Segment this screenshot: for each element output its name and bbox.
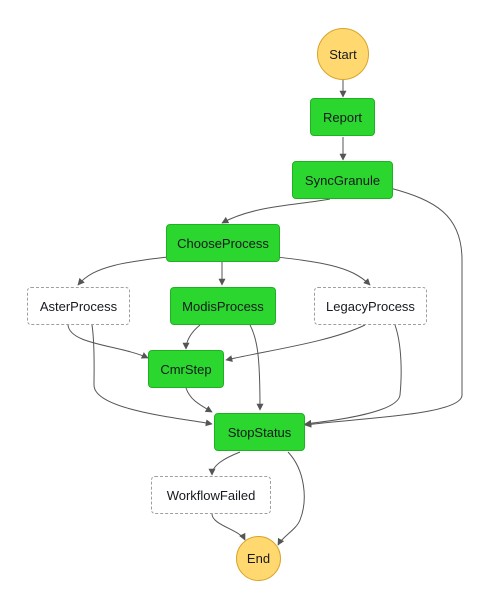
edge-legacyprocess-to-stopstatus xyxy=(304,324,402,427)
state-chooseprocess-label: ChooseProcess xyxy=(177,235,269,251)
state-asterprocess[interactable]: AsterProcess xyxy=(27,287,130,325)
edge-syncgranule-to-chooseprocess xyxy=(221,198,331,224)
state-cmrstep-label: CmrStep xyxy=(160,361,212,377)
edge-syncgranule-to-stopstatus xyxy=(304,187,463,428)
state-legacyprocess[interactable]: LegacyProcess xyxy=(314,287,427,325)
state-end[interactable]: End xyxy=(236,536,281,581)
edge-stopstatus-to-workflowfailed xyxy=(208,451,241,476)
state-end-label: End xyxy=(246,551,271,566)
state-cmrstep[interactable]: CmrStep xyxy=(148,350,224,388)
edge-asterprocess-to-cmrstep xyxy=(67,324,149,359)
edge-legacyprocess-to-cmrstep xyxy=(225,324,366,363)
edge-workflowfailed-to-end xyxy=(211,513,246,541)
state-start[interactable]: Start xyxy=(317,28,369,80)
edge-modisprocess-to-stopstatus xyxy=(249,324,264,411)
edge-modisprocess-to-cmrstep xyxy=(182,324,201,350)
state-chooseprocess[interactable]: ChooseProcess xyxy=(166,224,280,262)
state-report[interactable]: Report xyxy=(310,98,375,136)
state-stopstatus[interactable]: StopStatus xyxy=(214,413,305,451)
edge-cmrstep-to-stopstatus xyxy=(185,387,213,413)
state-start-label: Start xyxy=(329,46,357,62)
state-syncgranule-label: SyncGranule xyxy=(304,172,381,188)
state-modisprocess[interactable]: ModisProcess xyxy=(170,287,276,325)
edge-stopstatus-to-end xyxy=(277,451,305,546)
state-legacyprocess-label: LegacyProcess xyxy=(326,298,415,314)
state-report-label: Report xyxy=(322,109,363,125)
state-workflowfailed-label: WorkflowFailed xyxy=(166,487,256,503)
state-modisprocess-label: ModisProcess xyxy=(182,298,264,314)
state-asterprocess-label: AsterProcess xyxy=(39,298,118,314)
state-workflowfailed[interactable]: WorkflowFailed xyxy=(151,476,271,514)
edge-asterprocess-to-stopstatus xyxy=(91,324,213,427)
state-stopstatus-label: StopStatus xyxy=(227,424,292,440)
state-syncgranule[interactable]: SyncGranule xyxy=(292,161,393,199)
